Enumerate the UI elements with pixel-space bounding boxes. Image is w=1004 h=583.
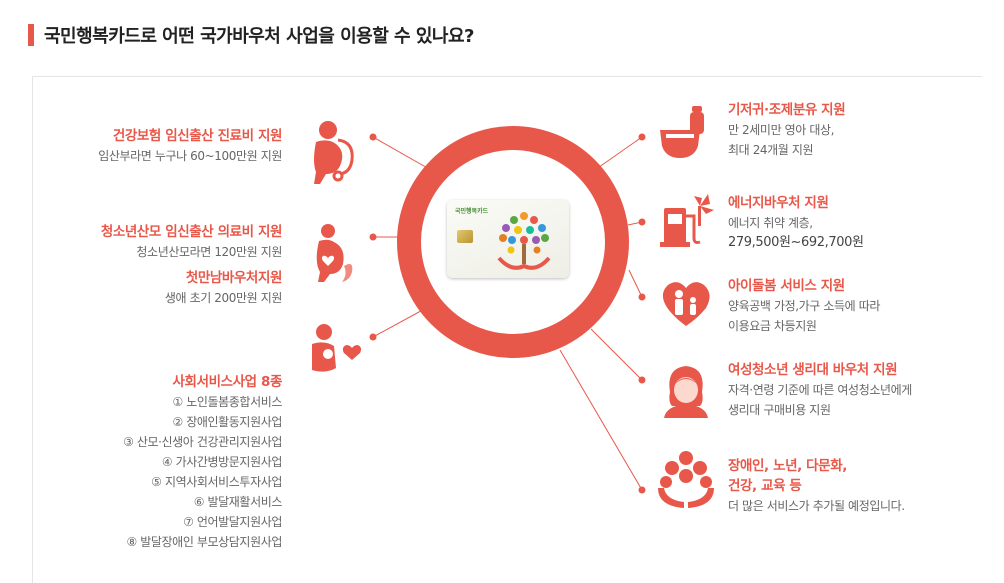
left-item-1: 건강보험 임신출산 진료비 지원 임산부라면 누구나 60~100만원 지원 [98,126,282,166]
right-item-2-title: 에너지바우처 지원 [728,195,829,211]
left-item-1-title: 건강보험 임신출산 진료비 지원 [112,128,283,144]
pregnant-woman-stethoscope-icon [314,121,354,184]
list-item: ③ 산모·신생아 건강관리지원사업 [123,435,282,449]
right-item-4: 여성청소년 생리대 바우처 지원 자격·연령 기준에 따른 여성청소년에게 생리… [728,360,912,420]
right-item-4-title: 여성청소년 생리대 바우처 지원 [728,362,898,378]
right-item-1-desc-1: 만 2세미만 영아 대상, [728,123,835,137]
right-item-1-title: 기저귀·조제분유 지원 [728,102,846,118]
left-item-3-title: 첫만남바우처지원 [185,270,283,286]
right-item-4-desc-2: 생리대 구매비용 지원 [728,403,831,417]
left-item-3: 첫만남바우처지원 생애 초기 200만원 지원 [165,268,282,308]
list-item: ⑦ 언어발달지원사업 [183,515,282,529]
left-item-2: 청소년산모 임신출산 의료비 지원 청소년산모라면 120만원 지원 [100,222,283,262]
fuel-pump-windmill-icon [660,194,714,247]
left-item-2-title: 청소년산모 임신출산 의료비 지원 [100,224,283,240]
list-item: ① 노인돌봄종합서비스 [172,395,282,409]
list-item: ⑥ 발달재활서비스 [193,495,283,509]
national-happiness-card: 국민행복카드 [447,200,569,278]
list-item: ② 장애인활동지원사업 [172,415,282,429]
pregnant-heart-icon [316,224,353,282]
right-item-3: 아이돌봄 서비스 지원 양육공백 가정,가구 소득에 따라 이용요금 차등지원 [728,276,880,336]
right-item-2: 에너지바우처 지원 에너지 취약 계층, 279,500원~692,700원 [728,193,864,253]
page-heading: 국민행복카드로 어떤 국가바우처 사업을 이용할 수 있나요? [28,22,474,48]
right-item-1: 기저귀·조제분유 지원 만 2세미만 영아 대상, 최대 24개월 지원 [728,100,846,160]
heading-text: 국민행복카드로 어떤 국가바우처 사업을 이용할 수 있나요? [44,26,474,47]
left-item-1-desc: 임산부라면 누구나 60~100만원 지원 [98,149,282,163]
list-item: ④ 가사간병방문지원사업 [161,455,283,469]
right-item-5-title-1: 장애인, 노년, 다문화, [728,458,847,474]
mother-baby-heart-icon [312,324,362,372]
parent-child-heart-icon [662,282,710,326]
hands-services-icon [658,451,714,508]
card-tree-graphic [497,212,551,270]
right-item-3-title: 아이돌봄 서비스 지원 [728,278,845,294]
list-item: ⑤ 지역사회서비스투자사업 [151,475,282,489]
right-item-2-desc-1: 에너지 취약 계층, [728,216,813,230]
right-item-2-desc-2: 279,500원~692,700원 [728,235,864,250]
right-item-5-title-2: 건강, 교육 등 [728,478,802,494]
left-item-4-title: 사회서비스사업 8종 [172,374,283,390]
left-item-2-desc: 청소년산모라면 120만원 지원 [136,245,282,259]
card-chip [457,230,473,243]
card-brand-label: 국민행복카드 [455,208,489,215]
right-item-4-desc-1: 자격·연령 기준에 따른 여성청소년에게 [728,383,912,397]
girl-icon [664,366,708,418]
left-item-4: 사회서비스사업 8종 ① 노인돌봄종합서비스 ② 장애인활동지원사업 ③ 산모·… [123,372,282,552]
right-item-3-desc-1: 양육공백 가정,가구 소득에 따라 [728,299,880,313]
right-item-5-desc: 더 많은 서비스가 추가될 예정입니다. [728,499,905,513]
right-item-1-desc-2: 최대 24개월 지원 [728,143,814,157]
left-item-3-desc: 생애 초기 200만원 지원 [164,291,282,305]
heading-accent-bar [28,24,34,46]
diaper-bottle-icon [660,106,704,158]
content-panel [32,76,982,583]
right-item-3-desc-2: 이용요금 차등지원 [728,319,817,333]
right-item-5: 장애인, 노년, 다문화, 건강, 교육 등 더 많은 서비스가 추가될 예정입… [728,456,905,516]
list-item: ⑧ 발달장애인 부모상담지원사업 [126,535,282,549]
